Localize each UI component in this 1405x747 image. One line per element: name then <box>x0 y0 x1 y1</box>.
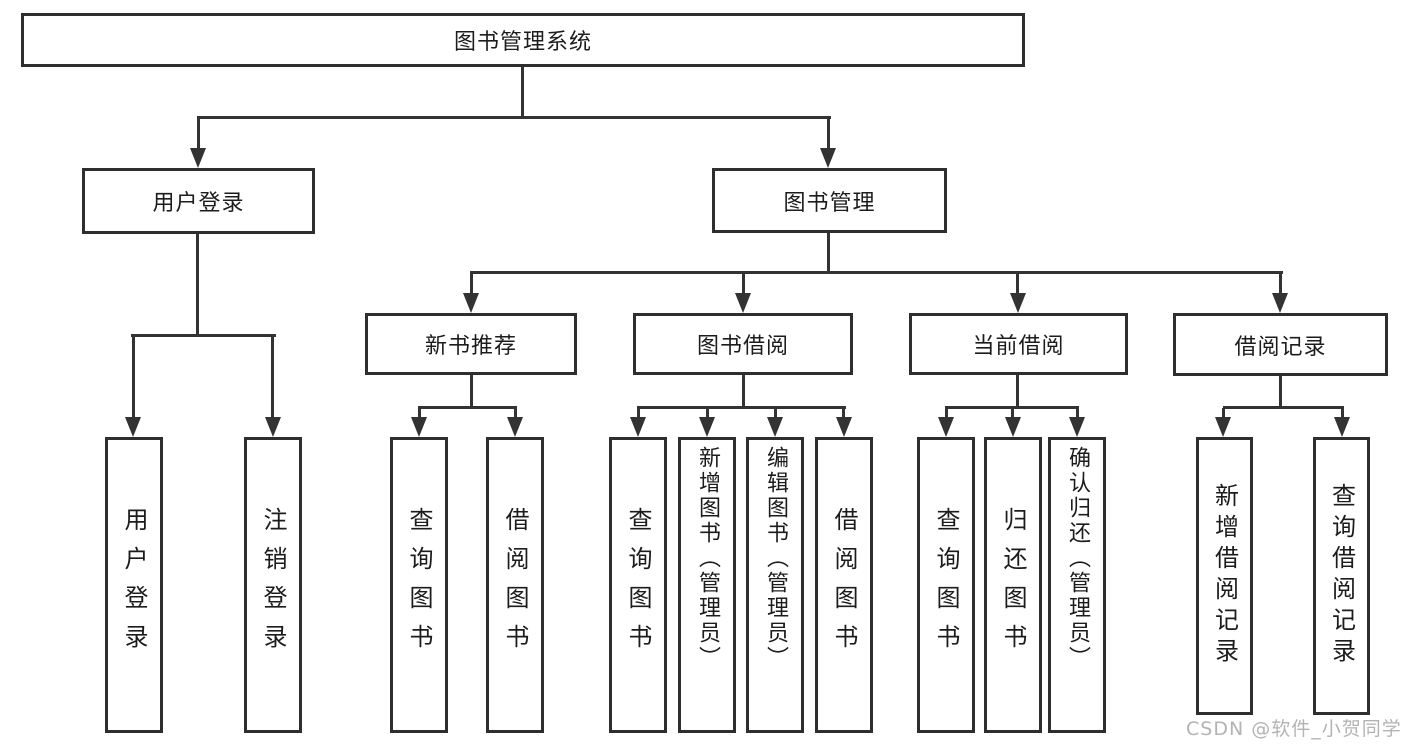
leaf-current-query-books-label: 查询图书 <box>932 507 960 663</box>
leaf-confirm-return-admin-label: 确认归还（管理员） <box>1065 446 1090 671</box>
connector-g3-feed <box>1016 375 1019 408</box>
node-new-book-rec-label: 新书推荐 <box>424 334 517 359</box>
arrowhead-borrow-records <box>1272 293 1288 313</box>
leaf-rec-query-books-label: 查询图书 <box>405 507 433 663</box>
arrowhead-g4-l2 <box>1334 417 1350 437</box>
leaf-borrow-query-books-label: 查询图书 <box>624 507 652 663</box>
connector-stem-g2-l3 <box>774 408 777 420</box>
connector-stem-g2-l4 <box>842 408 845 420</box>
connector-stem-g2-l2 <box>706 408 709 420</box>
leaf-edit-books-admin: 编辑图书（管理员） <box>746 437 804 733</box>
arrowhead-new-book-rec <box>463 293 479 313</box>
connector-g4-bus <box>1223 406 1344 409</box>
leaf-add-books-admin-label: 新增图书（管理员） <box>695 446 720 671</box>
node-root-label: 图书管理系统 <box>453 30 592 55</box>
leaf-borrow-query-books: 查询图书 <box>609 437 667 733</box>
node-book-mgmt: 图书管理 <box>712 168 947 233</box>
node-book-borrow-label: 图书借阅 <box>696 334 789 359</box>
watermark: CSDN @软件_小贺同学 <box>1186 718 1402 740</box>
connector-stem-g1-l2 <box>514 408 517 420</box>
connector-stem-borrow-records <box>1279 273 1282 296</box>
leaf-return-books-label: 归还图书 <box>999 507 1027 663</box>
connector-stem-book-borrow <box>742 273 745 296</box>
arrowhead-leaf-login <box>125 417 141 437</box>
connector-g2-bus <box>637 406 846 409</box>
connector-stem-new-book-rec <box>470 273 473 296</box>
connector-level3-bus <box>470 271 1283 274</box>
leaf-rec-borrow-books: 借阅图书 <box>486 437 544 733</box>
arrowhead-g2-l3 <box>767 417 783 437</box>
connector-stem-g4-l1 <box>1222 408 1225 420</box>
leaf-current-query-books: 查询图书 <box>917 437 975 733</box>
leaf-query-borrow-record-label: 查询借阅记录 <box>1327 483 1356 669</box>
leaf-add-borrow-record: 新增借阅记录 <box>1196 437 1253 715</box>
leaf-borrow-books-label: 借阅图书 <box>830 507 858 663</box>
connector-user-login-bus <box>131 334 276 337</box>
node-book-mgmt-label: 图书管理 <box>783 190 876 216</box>
leaf-user-login: 用户登录 <box>105 437 163 733</box>
leaf-edit-books-admin-label: 编辑图书（管理员） <box>763 446 788 671</box>
connector-stem-book-mgmt <box>827 118 830 152</box>
connector-level2-bus <box>197 116 831 119</box>
connector-stem-current-borrow <box>1016 273 1019 296</box>
connector-g4-feed <box>1279 375 1282 408</box>
arrowhead-user-login <box>190 148 206 168</box>
node-current-borrow-label: 当前借阅 <box>972 334 1065 359</box>
leaf-return-books: 归还图书 <box>984 437 1042 733</box>
node-borrow-records-label: 借阅记录 <box>1234 334 1327 360</box>
node-current-borrow: 当前借阅 <box>909 313 1128 375</box>
arrowhead-g2-l4 <box>836 417 852 437</box>
node-borrow-records: 借阅记录 <box>1173 313 1388 376</box>
leaf-add-books-admin: 新增图书（管理员） <box>678 437 736 733</box>
connector-book-mgmt-feed <box>827 233 830 273</box>
leaf-borrow-books: 借阅图书 <box>815 437 873 733</box>
arrowhead-g1-l1 <box>411 417 427 437</box>
leaf-logout-label: 注销登录 <box>259 507 287 663</box>
arrowhead-g2-l1 <box>630 417 646 437</box>
arrowhead-leaf-logout <box>265 417 281 437</box>
connector-user-login-feed <box>196 233 199 336</box>
arrowhead-book-borrow <box>735 293 751 313</box>
node-user-login: 用户登录 <box>82 168 315 234</box>
connector-stem-g3-l2 <box>1011 408 1014 420</box>
connector-stem-g3-l3 <box>1076 408 1079 420</box>
connector-stem-g3-l1 <box>945 408 948 420</box>
node-new-book-rec: 新书推荐 <box>365 313 577 375</box>
connector-stem-g2-l1 <box>637 408 640 420</box>
arrowhead-g3-l2 <box>1005 417 1021 437</box>
leaf-confirm-return-admin: 确认归还（管理员） <box>1048 437 1106 733</box>
arrowhead-g3-l1 <box>938 417 954 437</box>
connector-stem-g4-l2 <box>1341 408 1344 420</box>
connector-stem-g1-l1 <box>418 408 421 420</box>
leaf-logout: 注销登录 <box>244 437 302 733</box>
arrowhead-current-borrow <box>1010 293 1026 313</box>
connector-stem-leaf-login <box>132 336 135 419</box>
connector-g1-feed <box>470 375 473 408</box>
node-user-login-label: 用户登录 <box>152 191 245 216</box>
connector-root-feed <box>521 67 524 118</box>
connector-stem-leaf-logout <box>271 336 274 419</box>
node-book-borrow: 图书借阅 <box>633 313 853 375</box>
leaf-rec-borrow-books-label: 借阅图书 <box>501 507 529 663</box>
arrowhead-g3-l3 <box>1069 417 1085 437</box>
arrowhead-book-mgmt <box>820 148 836 168</box>
arrowhead-g2-l2 <box>699 417 715 437</box>
connector-stem-user-login <box>197 118 200 152</box>
leaf-rec-query-books: 查询图书 <box>390 437 448 733</box>
leaf-query-borrow-record: 查询借阅记录 <box>1313 437 1370 715</box>
node-root: 图书管理系统 <box>21 13 1025 67</box>
leaf-user-login-label: 用户登录 <box>120 507 148 663</box>
connector-g1-bus <box>418 406 517 409</box>
arrowhead-g4-l1 <box>1215 417 1231 437</box>
connector-g3-bus <box>945 406 1079 409</box>
leaf-add-borrow-record-label: 新增借阅记录 <box>1210 483 1239 669</box>
arrowhead-g1-l2 <box>507 417 523 437</box>
connector-g2-feed <box>742 375 745 408</box>
